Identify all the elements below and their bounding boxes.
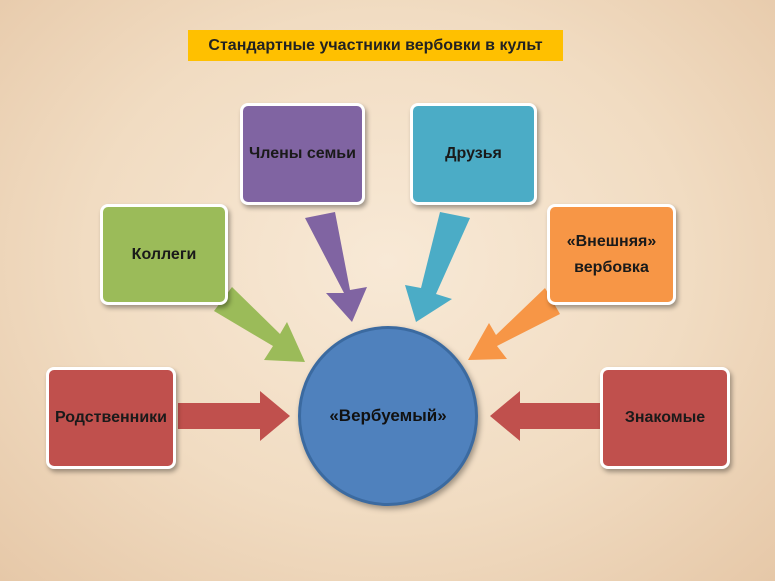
arrow-external — [468, 288, 560, 360]
node-colleagues: Коллеги — [100, 204, 228, 305]
node-friends-label: Друзья — [445, 145, 502, 163]
node-acquaintances-label: Знакомые — [624, 409, 706, 427]
arrow-friends — [405, 212, 470, 322]
center-node-recruit: «Вербуемый» — [298, 326, 478, 506]
center-node-label: «Вербуемый» — [329, 406, 447, 425]
node-family: Члены семьи — [240, 103, 365, 205]
node-friends: Друзья — [410, 103, 537, 205]
arrow-family — [305, 212, 367, 322]
diagram-title: Стандартные участники вербовки в культ — [188, 30, 563, 61]
node-external-recruitment: «Внешняя» вербовка — [547, 204, 676, 305]
arrow-acquaintances — [490, 391, 601, 441]
node-external-label: «Внешняя» вербовка — [567, 229, 657, 280]
node-acquaintances: Знакомые — [600, 367, 730, 469]
node-external-label-line1: «Внешняя» — [566, 232, 657, 250]
arrow-relatives — [178, 391, 290, 441]
node-relatives-label: Родственники — [54, 409, 168, 427]
node-external-label-line2: вербовка — [574, 258, 649, 276]
node-family-label: Члены семьи — [249, 145, 356, 163]
node-relatives: Родственники — [46, 367, 176, 469]
node-colleagues-label: Коллеги — [131, 245, 197, 263]
arrow-colleagues — [214, 287, 305, 362]
